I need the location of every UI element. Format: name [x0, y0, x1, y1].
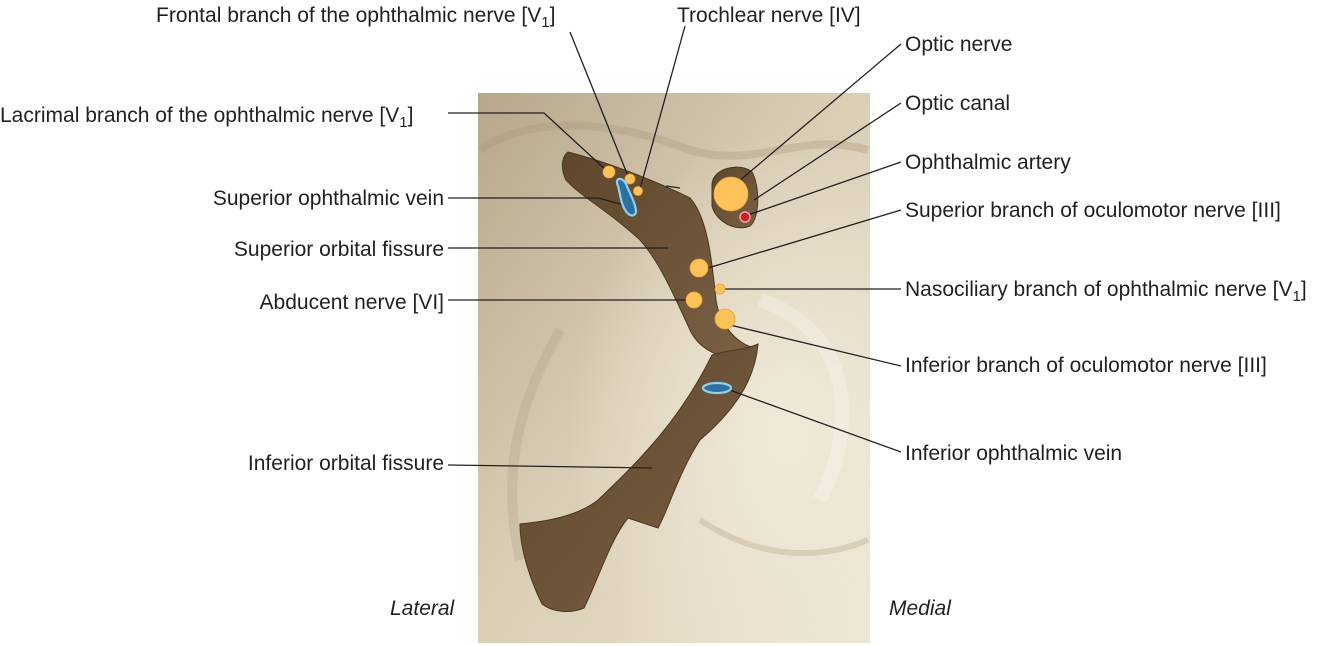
leader-lines — [447, 25, 902, 469]
ophthalmic-artery-label: Ophthalmic artery — [905, 151, 1071, 174]
inferior-orbital-fissure-label: Inferior orbital fissure — [248, 452, 444, 475]
superior-ophthalmic-vein-label: Superior ophthalmic vein — [213, 187, 444, 210]
medial-orientation-label: Medial — [889, 597, 952, 620]
superior-oculomotor-dot — [689, 258, 709, 278]
lateral-orientation-label: Lateral — [390, 597, 456, 620]
trochlear-nerve-dot — [633, 186, 643, 196]
nasociliary-branch-label: Nasociliary branch of ophthalmic nerve [… — [905, 278, 1307, 305]
inferior-oculomotor-dot — [714, 308, 736, 330]
nasociliary-nerve-dot — [714, 283, 726, 295]
superior-orbital-fissure-label: Superior orbital fissure — [234, 238, 444, 261]
inferior-branch-oculomotor-label: Inferior branch of oculomotor nerve [III… — [905, 354, 1267, 377]
superior-branch-oculomotor-label: Superior branch of oculomotor nerve [III… — [905, 199, 1281, 222]
structures — [602, 165, 751, 395]
optic-canal-label: Optic canal — [905, 92, 1010, 115]
optic-nerve-dot — [713, 176, 749, 212]
optic-nerve-label: Optic nerve — [905, 33, 1012, 56]
frontal-branch-label: Frontal branch of the ophthalmic nerve [… — [156, 4, 555, 31]
lacrimal-branch-label: Lacrimal branch of the ophthalmic nerve … — [0, 104, 413, 131]
abducent-nerve-dot — [685, 291, 703, 309]
lacrimal-nerve-dot — [602, 165, 616, 179]
inferior-ophthalmic-vein-label: Inferior ophthalmic vein — [905, 442, 1122, 465]
superior-ophthalmic-vein-shape — [615, 177, 638, 217]
ophthalmic-artery-dot — [739, 211, 751, 223]
inferior-ophthalmic-vein-shape — [701, 381, 733, 395]
abducent-label: Abducent nerve [VI] — [260, 291, 444, 314]
trochlear-label: Trochlear nerve [IV] — [677, 4, 861, 27]
frontal-nerve-dot — [624, 173, 636, 185]
